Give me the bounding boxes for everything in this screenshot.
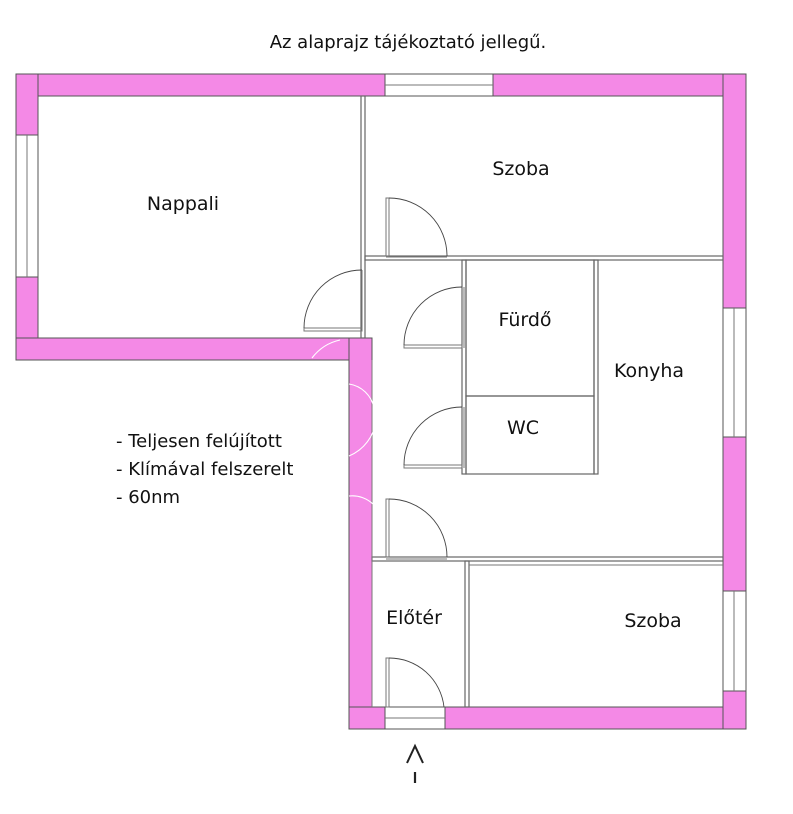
room-label-nappali: Nappali [147,193,219,215]
room-label-szoba-bottom: Szoba [624,610,681,632]
note-line: - 60nm [116,487,180,508]
entrance-marker [406,743,424,783]
note-line: - Teljesen felújított [116,431,282,452]
windows [15,73,747,730]
room-label-szoba-top: Szoba [492,158,549,180]
doors [303,197,465,708]
room-label-wc: WC [507,417,539,439]
interior-walls [360,95,724,708]
room-label-konyha: Konyha [614,360,684,382]
property-notes: - Teljesen felújított - Klímával felszer… [116,431,293,508]
entrance-arrow-icon [406,743,424,764]
note-line: - Klímával felszerelt [116,459,293,480]
room-label-eloter: Előtér [386,607,442,629]
plan-caption: Az alaprajz tájékoztató jellegű. [270,32,547,53]
room-label-furdo: Fürdő [498,309,551,331]
